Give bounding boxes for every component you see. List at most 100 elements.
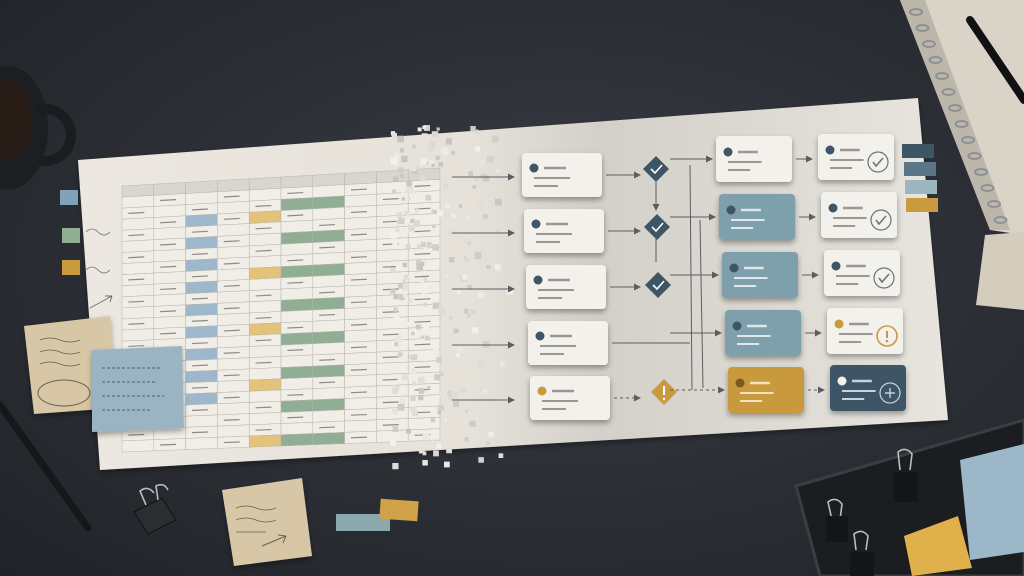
sheet-cell: [344, 397, 377, 411]
sheet-cell: [344, 329, 377, 343]
sheet-cell: [280, 365, 314, 380]
sheet-cell: [153, 427, 186, 440]
result-card: [818, 134, 894, 180]
paper-tabs: [60, 190, 80, 275]
sheet-cell: [344, 171, 377, 185]
sheet-cell: [248, 232, 282, 247]
tab-mustard: [379, 498, 419, 522]
sheet-cell: [185, 191, 218, 205]
sheet-cell: [344, 216, 377, 230]
desk-tray: [794, 418, 1024, 576]
sheet-cell: [185, 180, 218, 194]
sheet-cell: [376, 316, 409, 330]
plus-icon: [879, 382, 901, 404]
sheet-cell: [248, 176, 282, 191]
sheet-cell: [344, 193, 377, 208]
binder-clip: [133, 483, 177, 535]
sheet-cell: [248, 412, 282, 426]
sheet-cell: [217, 268, 250, 282]
sheet-cell: [121, 261, 155, 275]
check-icon: [867, 151, 889, 173]
sheet-cell: [185, 236, 218, 250]
sheet-cell: [121, 217, 155, 231]
pixel-dissolve: [390, 125, 514, 470]
sheet-cell: [312, 342, 345, 356]
sheet-cell: [248, 389, 282, 403]
sheet-cell: [344, 306, 377, 321]
sheet-cell: [312, 296, 345, 311]
sheet-cell: [344, 239, 377, 253]
sheet-cell: [217, 357, 250, 371]
check-diamond: [645, 272, 671, 298]
mid-card: [719, 194, 795, 240]
sheet-cell: [153, 315, 186, 329]
sheet-cell: [280, 174, 314, 189]
sheet-cell: [280, 219, 314, 234]
sheet-cell: [121, 306, 155, 320]
paper-card-right: [976, 232, 1024, 310]
sheet-cell: [376, 203, 409, 217]
sheet-cell: [185, 414, 218, 428]
sheet-cell: [280, 309, 314, 323]
sheet-cell: [185, 347, 218, 361]
sheet-cell: [248, 378, 282, 392]
check-icon: [873, 267, 895, 289]
check-icon: [870, 209, 892, 231]
sheet-cell: [185, 303, 218, 317]
sheet-cell: [248, 300, 282, 314]
sheet-cell: [312, 387, 345, 401]
sheet-cell: [344, 351, 377, 366]
workflow-diagram: [452, 134, 906, 420]
sheet-cell: [248, 322, 282, 336]
sheet-cell: [344, 284, 377, 298]
source-card: [524, 209, 604, 253]
sheet-cell: [312, 330, 345, 344]
check-diamond: [644, 214, 670, 240]
source-card: [526, 265, 606, 309]
sheet-cell: [312, 263, 345, 277]
sheet-cell: [280, 422, 314, 436]
sheet-cell: [121, 283, 155, 298]
sheet-cell: [312, 173, 345, 187]
sheet-cell: [280, 197, 314, 211]
sheet-cell: [217, 178, 250, 193]
sheet-cell: [185, 213, 218, 228]
mid-card: [728, 367, 804, 413]
sheet-cell: [217, 402, 250, 416]
result-card: [830, 365, 906, 411]
sheet-cell: [217, 290, 250, 304]
sheet-cell: [185, 325, 218, 339]
sheet-cell: [407, 417, 441, 431]
sheet-cell: [185, 370, 218, 384]
sheet-cell: [312, 206, 345, 221]
sheet-cell: [121, 439, 155, 453]
source-card: [530, 376, 610, 420]
result-card: [827, 308, 903, 354]
sheet-cell: [376, 271, 409, 285]
sheet-cell: [153, 248, 186, 263]
sheet-cell: [153, 293, 186, 307]
pen-top-right: [966, 16, 1024, 104]
right-tabs: [902, 144, 938, 212]
sheet-cell: [312, 398, 345, 412]
check-diamond: [643, 156, 669, 182]
sheet-cell: [248, 266, 282, 280]
sheet-cell: [280, 399, 314, 413]
sheet-cell: [312, 229, 345, 243]
sheet-cell: [312, 319, 345, 333]
sheet-cell: [217, 245, 250, 259]
sheet-cell: [121, 328, 155, 342]
sheet-cell: [280, 377, 314, 391]
sheet-cell: [248, 210, 282, 224]
result-card: [821, 192, 897, 238]
sheet-cell: [217, 200, 250, 215]
sheet-cell: [376, 339, 409, 353]
sheet-cell: [312, 251, 345, 266]
sheet-cell: [312, 195, 345, 210]
spine-line: [689, 164, 693, 391]
source-card: [522, 153, 602, 197]
result-card: [824, 250, 900, 296]
sheet-cell: [376, 248, 409, 263]
sheet-cell: [185, 258, 218, 272]
sheet-cell: [312, 274, 345, 288]
